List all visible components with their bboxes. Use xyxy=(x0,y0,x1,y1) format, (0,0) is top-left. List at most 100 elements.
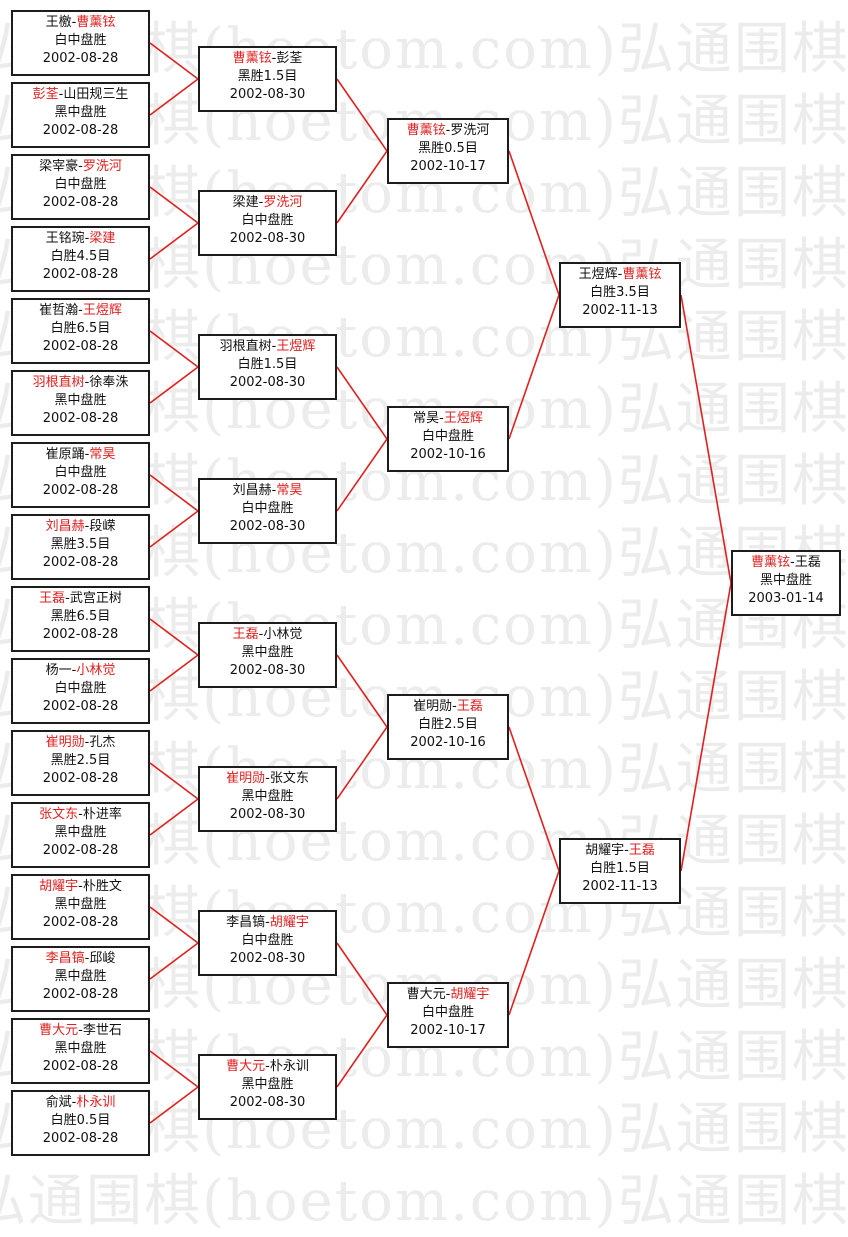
match-date: 2002-08-28 xyxy=(42,915,119,930)
player-black: 崔明勋 xyxy=(45,735,85,750)
match-players: 王磊-武宫正树 xyxy=(13,590,148,608)
player-white: 武宫正树 xyxy=(69,591,122,606)
match-result: 黑中盘胜 xyxy=(54,105,107,120)
player-separator: - xyxy=(439,411,444,426)
player-separator: - xyxy=(78,303,83,318)
match-players: 张文东-朴进率 xyxy=(13,806,148,824)
match-box: 李昌镐-胡耀宇白中盘胜 2002-08-30 xyxy=(198,910,337,976)
match-result: 黑胜6.5目 xyxy=(50,609,111,624)
bracket-connector-line xyxy=(149,1050,199,1088)
player-separator: - xyxy=(617,267,623,282)
player-separator: - xyxy=(84,951,90,966)
match-date: 2002-10-16 xyxy=(410,735,486,750)
match-players: 常昊-王煜辉 xyxy=(389,410,507,428)
match-date: 2002-10-16 xyxy=(410,447,486,462)
bracket-connector-line xyxy=(149,42,199,80)
player-white: 徐奉洙 xyxy=(89,375,129,390)
match-result: 白中盘胜 xyxy=(421,429,474,444)
player-white: 邱峻 xyxy=(89,951,116,966)
match-result: 黑中盘胜 xyxy=(54,825,107,840)
player-black: 崔明勋 xyxy=(413,699,453,714)
player-separator: - xyxy=(84,231,90,246)
player-white: 小林觉 xyxy=(263,627,303,642)
match-result: 白胜4.5目 xyxy=(50,249,111,264)
match-players: 杨一-小林觉 xyxy=(13,662,148,680)
player-white: 王磊 xyxy=(794,555,821,570)
match-date: 2002-08-30 xyxy=(229,807,306,822)
player-white: 彭荃 xyxy=(276,51,303,66)
player-white: 罗洗河 xyxy=(450,123,490,138)
match-players: 李昌镐-胡耀宇 xyxy=(200,914,335,932)
match-players: 俞斌-朴永训 xyxy=(13,1094,148,1112)
match-box: 彭荃-山田规三生黑中盘胜 2002-08-28 xyxy=(11,82,150,148)
match-players: 彭荃-山田规三生 xyxy=(13,86,148,104)
player-white: 罗洗河 xyxy=(82,159,122,174)
match-result: 白中盘胜 xyxy=(241,501,294,516)
match-result: 白中盘胜 xyxy=(54,465,107,480)
player-separator: - xyxy=(258,627,264,642)
match-date: 2002-08-28 xyxy=(42,1131,119,1146)
player-black: 崔原踊 xyxy=(45,447,85,462)
player-separator: - xyxy=(71,15,77,30)
player-black: 俞斌 xyxy=(45,1095,72,1110)
match-result: 黑中盘胜 xyxy=(54,897,107,912)
player-white: 段嵘 xyxy=(89,519,116,534)
match-date: 2002-08-28 xyxy=(42,339,119,354)
bracket-connector-line xyxy=(149,798,199,836)
player-white: 小林觉 xyxy=(76,663,116,678)
player-black: 梁宰豪 xyxy=(39,159,79,174)
player-separator: - xyxy=(84,375,90,390)
player-separator: - xyxy=(271,51,277,66)
match-date: 2002-11-13 xyxy=(582,303,658,318)
match-players: 王檄-曹薰铉 xyxy=(13,14,148,32)
bracket-connector-line xyxy=(149,330,199,368)
match-players: 曹薰铉-罗洗河 xyxy=(389,122,507,140)
player-white: 罗洗河 xyxy=(263,195,303,210)
player-white: 朴永训 xyxy=(269,1059,309,1074)
bracket-connector-line xyxy=(149,474,199,512)
bracket-connector-line xyxy=(336,150,388,224)
bracket-connector-line xyxy=(336,438,388,512)
match-players: 刘昌赫-段嵘 xyxy=(13,518,148,536)
match-date: 2002-10-17 xyxy=(410,1023,486,1038)
player-black: 刘昌赫 xyxy=(232,483,272,498)
match-players: 胡耀宇-王磊 xyxy=(561,842,679,860)
match-result: 黑中盘胜 xyxy=(759,573,812,588)
player-white: 常昊 xyxy=(89,447,116,462)
match-players: 曹大元-李世石 xyxy=(13,1022,148,1040)
match-result: 白中盘胜 xyxy=(241,933,294,948)
player-black: 彭荃 xyxy=(32,87,59,102)
player-separator: - xyxy=(445,123,451,138)
player-separator: - xyxy=(71,1095,77,1110)
match-players: 梁宰豪-罗洗河 xyxy=(13,158,148,176)
player-separator: - xyxy=(445,987,451,1002)
match-result: 黑胜1.5目 xyxy=(237,69,298,84)
match-players: 王磊-小林觉 xyxy=(200,626,335,644)
player-black: 王铭琬 xyxy=(45,231,85,246)
match-result: 黑胜3.5目 xyxy=(50,537,111,552)
player-white: 梁建 xyxy=(89,231,116,246)
player-white: 朴进率 xyxy=(82,807,122,822)
match-date: 2002-08-28 xyxy=(42,123,119,138)
player-separator: - xyxy=(78,1023,83,1038)
match-result: 白中盘胜 xyxy=(54,177,107,192)
bracket-connector-line xyxy=(680,294,732,584)
match-result: 白中盘胜 xyxy=(421,1005,474,1020)
match-date: 2002-08-28 xyxy=(42,267,119,282)
player-black: 曹薰铉 xyxy=(751,555,791,570)
player-white: 王煜辉 xyxy=(276,339,316,354)
match-date: 2002-08-30 xyxy=(229,951,306,966)
bracket-connector-line xyxy=(149,654,199,692)
player-white: 胡耀宇 xyxy=(450,987,490,1002)
